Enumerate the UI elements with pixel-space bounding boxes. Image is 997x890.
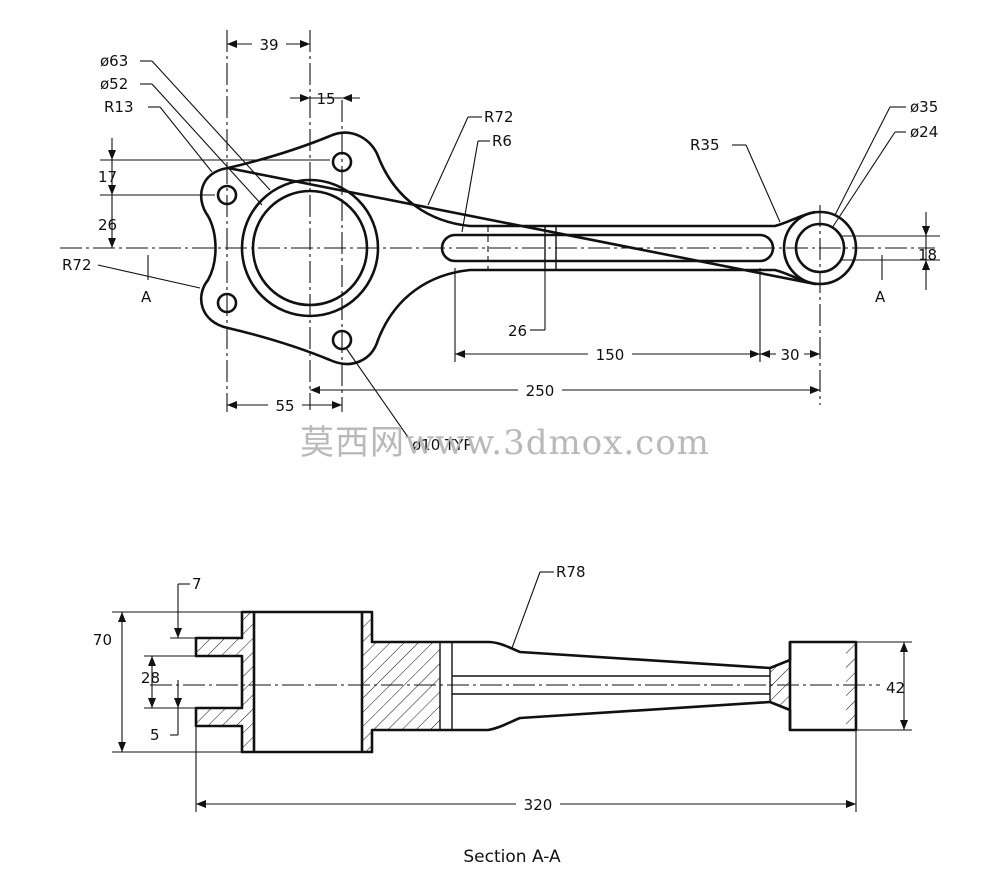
watermark: 莫西网www.3dmox.com bbox=[300, 423, 710, 463]
bolt-hole-bottom-right bbox=[331, 329, 353, 351]
dim-5-label: 5 bbox=[150, 726, 160, 744]
dim-250-label: 250 bbox=[526, 382, 555, 400]
section-mark-a-left: A bbox=[141, 288, 152, 306]
dim-17-label: 17 bbox=[98, 168, 117, 186]
callout-r35: R35 bbox=[690, 136, 720, 154]
bolt-hole-top-left bbox=[216, 184, 238, 206]
bolt-hole-bottom-left bbox=[216, 292, 238, 314]
dim-39-label: 39 bbox=[259, 36, 278, 54]
bolt-hole-top-right bbox=[331, 151, 353, 173]
dim-18-label: 18 bbox=[918, 246, 937, 264]
dim-26-left-label: 26 bbox=[98, 216, 117, 234]
dim-70-label: 70 bbox=[93, 631, 112, 649]
section-view: R78 7 70 28 5 42 bbox=[93, 563, 912, 867]
dim-320-label: 320 bbox=[524, 796, 553, 814]
callout-d52: ø52 bbox=[100, 75, 128, 93]
section-outline bbox=[194, 610, 858, 754]
dim-26-rib-label: 26 bbox=[508, 322, 527, 340]
callout-d10-typ: ø10 TYP bbox=[412, 436, 472, 454]
dim-42-label: 42 bbox=[886, 679, 905, 697]
callout-r13: R13 bbox=[104, 98, 134, 116]
dim-7-label: 7 bbox=[192, 575, 202, 593]
callout-d63: ø63 bbox=[100, 52, 128, 70]
dim-28-label: 28 bbox=[141, 669, 160, 687]
top-view: 39 15 17 26 ø63 ø52 R13 R72 A A R72 bbox=[60, 30, 940, 454]
dim-55-label: 55 bbox=[275, 397, 294, 415]
small-end-bore-circle bbox=[794, 222, 846, 274]
callout-r78: R78 bbox=[556, 563, 586, 581]
callout-d35: ø35 bbox=[910, 98, 938, 116]
callout-r72-top: R72 bbox=[484, 108, 514, 126]
section-caption: Section A-A bbox=[463, 847, 561, 867]
section-mark-a-right: A bbox=[875, 288, 886, 306]
small-end-outer-circle bbox=[782, 210, 858, 286]
callout-d24: ø24 bbox=[910, 123, 938, 141]
big-end-bore-circle bbox=[251, 189, 369, 307]
callout-r72-left: R72 bbox=[62, 256, 92, 274]
dim-150-label: 150 bbox=[596, 346, 625, 364]
big-end-flange-outline bbox=[199, 131, 817, 366]
rod-slot bbox=[440, 233, 775, 263]
callout-r6: R6 bbox=[492, 132, 512, 150]
big-end-outer-circle bbox=[240, 178, 380, 318]
dim-30-label: 30 bbox=[780, 346, 799, 364]
dim-15-label: 15 bbox=[316, 90, 335, 108]
